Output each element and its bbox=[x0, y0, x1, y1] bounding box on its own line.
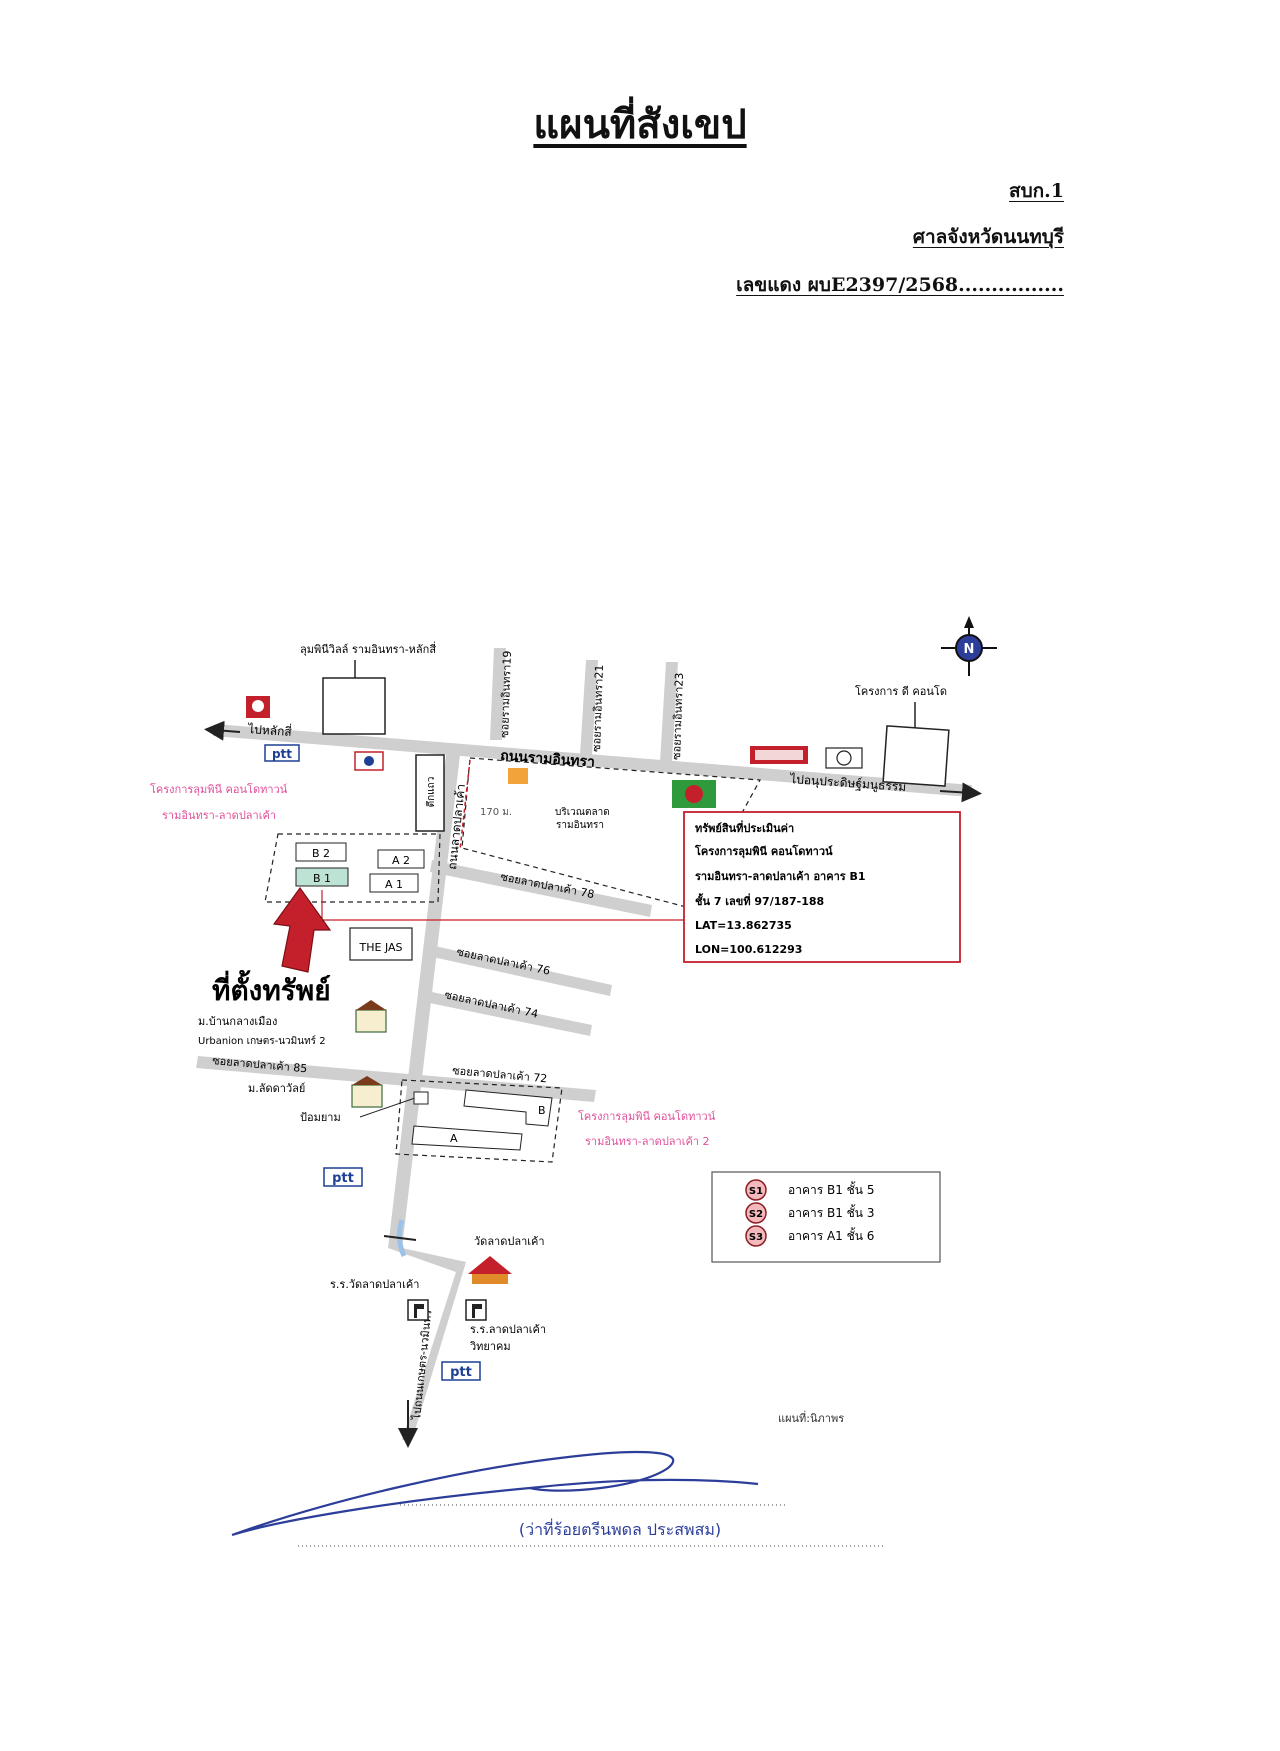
svg-text:B 1: B 1 bbox=[313, 872, 331, 885]
temple-icon bbox=[468, 1256, 512, 1284]
car-brand-icon bbox=[825, 747, 863, 769]
building-a1 bbox=[369, 873, 419, 893]
svg-text:B 2: B 2 bbox=[312, 847, 330, 860]
lumpini-villa-building bbox=[322, 677, 386, 735]
page-title: แผนที่สังเขป bbox=[533, 101, 747, 148]
building-a2 bbox=[377, 849, 425, 869]
bridge bbox=[383, 1235, 417, 1241]
project-2-label-2: รามอินทรา-ลาดปลาเค้า 2 bbox=[585, 1135, 710, 1148]
soi-label-19: ซอยรามอินทรา19 bbox=[498, 650, 514, 738]
distance-label: 170 ม. bbox=[480, 807, 512, 818]
signatory-name: (ว่าที่ร้อยตรีนพดล ประสพสม) bbox=[518, 1520, 722, 1539]
case-number: เลขแดง ผบE2397/2568................ bbox=[736, 274, 1064, 296]
svg-text:อาคาร A1 ชั้น 6: อาคาร A1 ชั้น 6 bbox=[788, 1227, 874, 1243]
building-b1 bbox=[295, 867, 349, 887]
village-gate-icon-2 bbox=[351, 1076, 383, 1108]
svg-text:B: B bbox=[538, 1104, 546, 1117]
market-label-2: รามอินทรา bbox=[556, 820, 604, 831]
compass-icon: N bbox=[941, 616, 997, 676]
ptt-logo-icon: ptt bbox=[264, 744, 300, 762]
map-credit: แผนที่:นิภาพร bbox=[778, 1410, 844, 1425]
info-line-3: รามอินทรา-ลาดปลาเค้า อาคาร B1 bbox=[695, 870, 866, 883]
svg-text:อาคาร B1 ชั้น 3: อาคาร B1 ชั้น 3 bbox=[788, 1204, 874, 1220]
school-1-label: ร.ร.วัดลาดปลาเค้า bbox=[330, 1278, 419, 1291]
svg-text:A 2: A 2 bbox=[392, 854, 410, 867]
row-house-label: ตึกแถว bbox=[425, 777, 437, 808]
store-logo-icon bbox=[750, 746, 808, 764]
property-info-box bbox=[683, 811, 961, 963]
svg-text:ptt: ptt bbox=[272, 747, 292, 761]
police-box-label: ป้อมยาม bbox=[300, 1111, 341, 1124]
info-line-1: ทรัพย์สินที่ประเมินค่า bbox=[695, 820, 794, 835]
main-road-label: ถนนรามอินทรา bbox=[500, 748, 596, 771]
row-house-block bbox=[415, 754, 445, 832]
form-code: สบก.1 bbox=[1009, 180, 1064, 202]
building-b-2 bbox=[463, 1089, 553, 1127]
temple-label: วัดลาดปลาเค้า bbox=[474, 1235, 545, 1248]
svg-text:S1: S1 bbox=[749, 1186, 763, 1197]
svg-text:A: A bbox=[450, 1132, 458, 1145]
court-name: ศาลจังหวัดนนทบุรี bbox=[912, 226, 1064, 248]
school-2-label-b: วิทยาคม bbox=[469, 1340, 510, 1353]
lumpini-villa-label: ลุมพินีวิลล์ รามอินทรา-หลักสี่ bbox=[300, 641, 436, 656]
svg-text:ptt: ptt bbox=[450, 1365, 472, 1380]
the-jas-label: THE JAS bbox=[359, 941, 403, 954]
svg-text:A 1: A 1 bbox=[385, 878, 403, 891]
police-box bbox=[413, 1091, 429, 1105]
village-gate-icon bbox=[355, 1000, 387, 1033]
info-line-6: LON=100.612293 bbox=[695, 943, 802, 956]
d-condo-label: โครงการ ดี คอนโด bbox=[855, 684, 947, 698]
legend-item-s3: S3 อาคาร A1 ชั้น 6 bbox=[745, 1225, 874, 1247]
project-2-site bbox=[395, 1079, 563, 1163]
info-line-5: LAT=13.862735 bbox=[695, 919, 792, 932]
soi-label-23: ซอยรามอินทรา23 bbox=[670, 672, 686, 760]
legend-item-s1: S1 อาคาร B1 ชั้น 5 bbox=[745, 1179, 874, 1201]
ban-klang-label-2: Urbanion เกษตร-นวมินทร์ 2 bbox=[198, 1035, 326, 1047]
project-pink-label-1: โครงการลุมพินี คอนโดทาวน์ bbox=[150, 782, 288, 796]
left-direction-label: ไปหลักสี่ bbox=[247, 720, 293, 739]
svg-text:S3: S3 bbox=[749, 1232, 763, 1243]
the-jas-building bbox=[349, 927, 413, 961]
info-line-2: โครงการลุมพินี คอนโดทาวน์ bbox=[694, 844, 833, 859]
building-b2 bbox=[295, 842, 347, 862]
project-site bbox=[264, 833, 441, 903]
soi-label-21: ซอยรามอินทรา21 bbox=[590, 664, 606, 752]
cp-logo-icon bbox=[246, 696, 270, 718]
svg-text:อาคาร B1 ชั้น 5: อาคาร B1 ชั้น 5 bbox=[788, 1181, 874, 1197]
compass-label: N bbox=[964, 642, 975, 657]
signature-scribble bbox=[231, 1450, 759, 1537]
ladda-label: ม.ลัดดาวัลย์ bbox=[248, 1082, 305, 1095]
property-arrow-icon bbox=[272, 886, 332, 973]
bank-logo-icon bbox=[354, 751, 384, 771]
shop-icon bbox=[508, 768, 528, 784]
info-line-4: ชั้น 7 เลขที่ 97/187-188 bbox=[695, 893, 824, 908]
market-label-1: บริเวณตลาด bbox=[555, 807, 610, 818]
property-marker-label: ที่ตั้งทรัพย์ bbox=[212, 969, 331, 1007]
market-logo-icon bbox=[672, 780, 716, 808]
lane-label-78: ซอยลาดปลาเค้า 78 bbox=[499, 870, 595, 901]
d-condo-building bbox=[882, 725, 950, 787]
building-a-2 bbox=[411, 1125, 523, 1151]
svg-text:ptt: ptt bbox=[332, 1171, 354, 1186]
ban-klang-label-1: ม.บ้านกลางเมือง bbox=[198, 1015, 277, 1028]
project-2-label-1: โครงการลุมพินี คอนโดทาวน์ bbox=[578, 1109, 716, 1123]
ptt-logo-icon-3: ptt bbox=[441, 1361, 481, 1381]
roads bbox=[196, 648, 982, 1448]
svg-text:S2: S2 bbox=[749, 1209, 763, 1220]
school-icon-2 bbox=[465, 1299, 487, 1321]
project-pink-label-2: รามอินทรา-ลาดปลาเค้า bbox=[162, 809, 276, 822]
ptt-logo-icon-2: ptt bbox=[323, 1167, 363, 1187]
school-2-label-a: ร.ร.ลาดปลาเค้า bbox=[470, 1323, 546, 1336]
legend-item-s2: S2 อาคาร B1 ชั้น 3 bbox=[745, 1202, 874, 1224]
school-icon bbox=[407, 1299, 429, 1321]
